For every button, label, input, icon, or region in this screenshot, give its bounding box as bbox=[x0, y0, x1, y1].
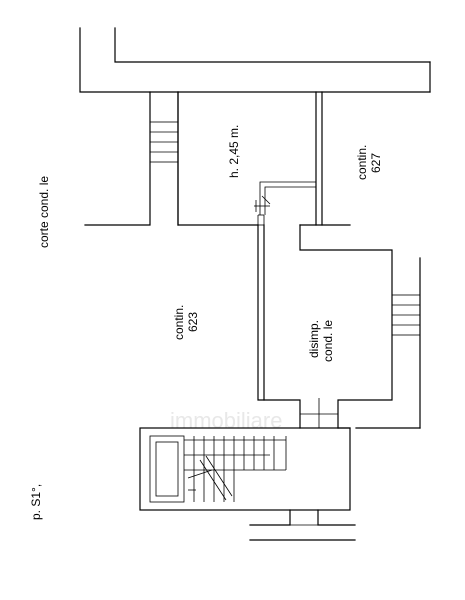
label-contin623-number: 623 bbox=[186, 312, 200, 332]
label-contin627-number: 627 bbox=[369, 153, 383, 173]
watermark: immobiliare bbox=[170, 408, 282, 433]
bottom-walls bbox=[249, 509, 356, 541]
label-contin623-name: contin. bbox=[172, 305, 186, 340]
staircase bbox=[139, 427, 351, 511]
label-disimp-detail: cond. le bbox=[321, 320, 335, 362]
label-height: h. 2,45 m. bbox=[227, 125, 241, 178]
label-floor: p. S1°, bbox=[29, 484, 43, 520]
label-contin627-name: contin. bbox=[355, 145, 369, 180]
door-lower bbox=[300, 398, 338, 428]
top-walls bbox=[79, 27, 431, 226]
window-right bbox=[355, 257, 421, 429]
label-disimp-name: disimp. bbox=[307, 320, 321, 358]
label-corte: corte cond. le bbox=[37, 176, 51, 248]
window-left bbox=[149, 121, 179, 163]
upper-room-walls bbox=[177, 91, 351, 226]
